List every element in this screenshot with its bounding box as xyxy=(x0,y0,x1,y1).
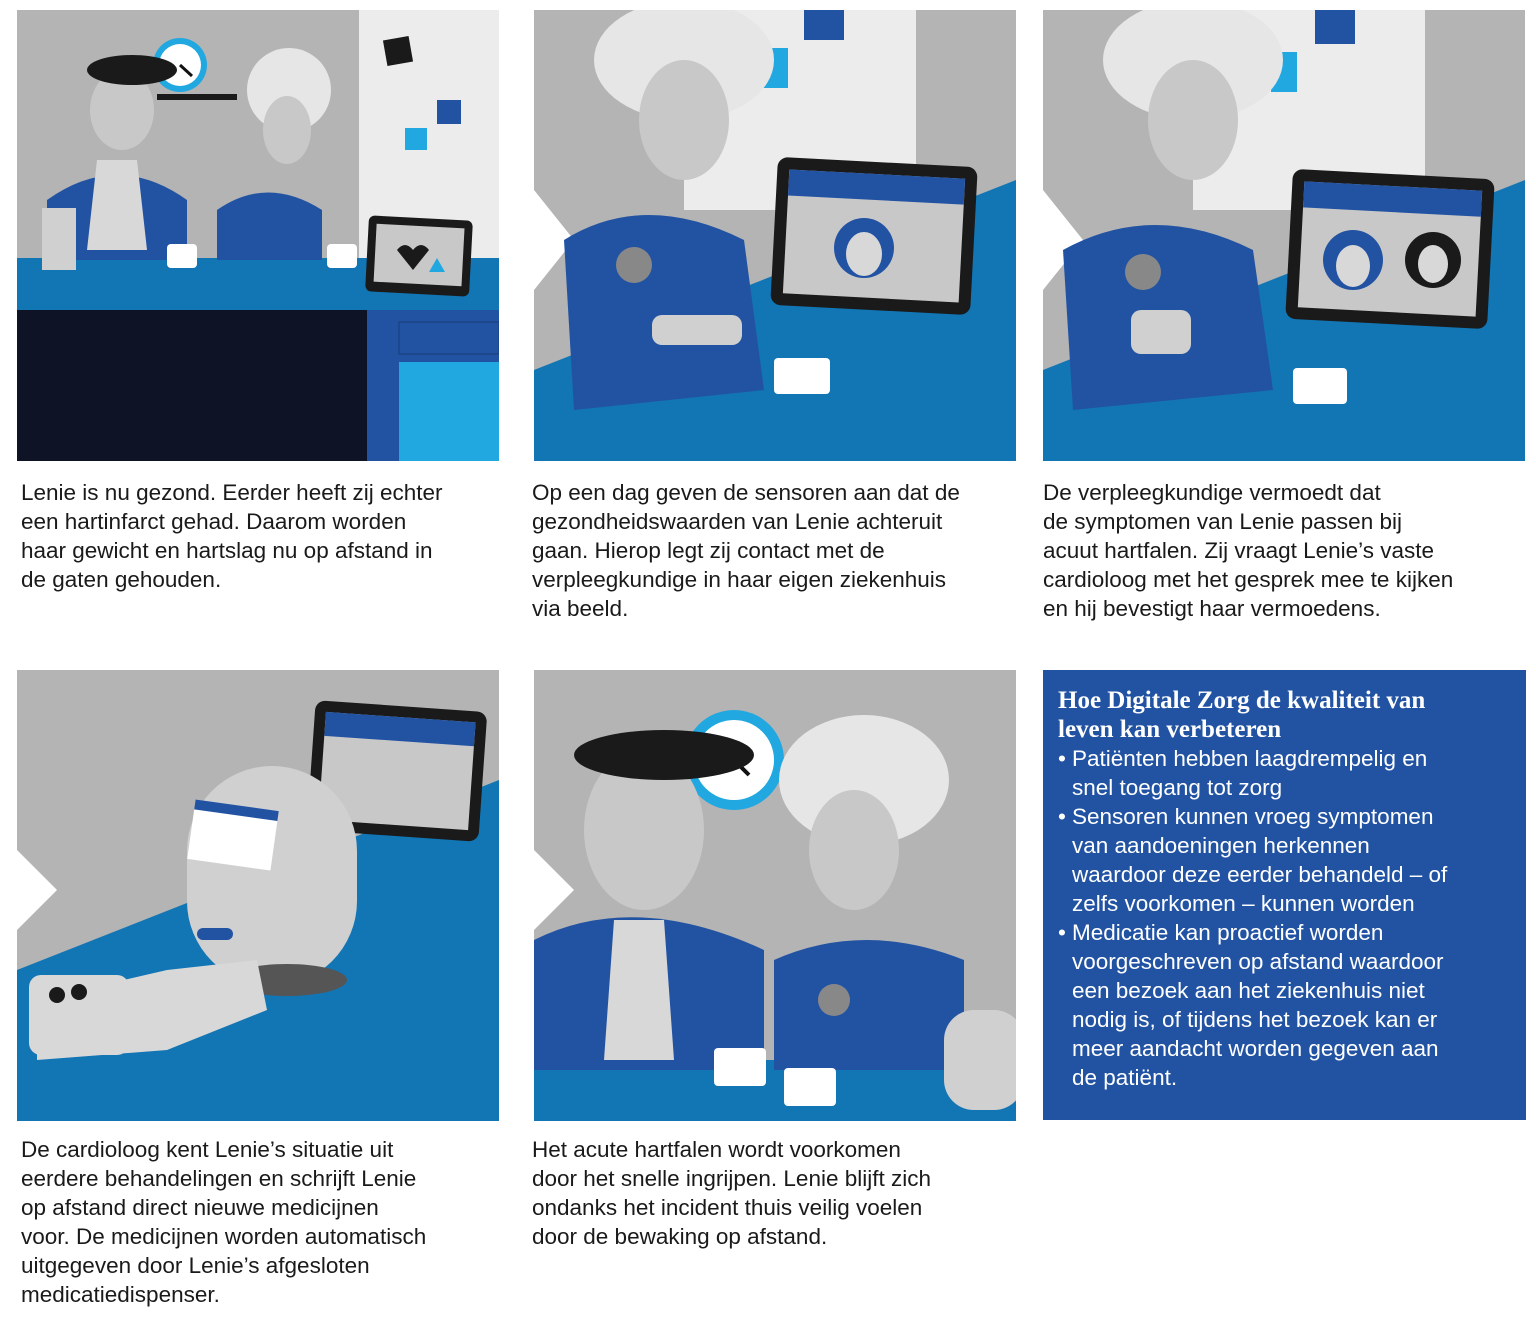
bullet-line: Sensoren kunnen vroeg symptomen xyxy=(1072,804,1434,829)
caption-line: door de bewaking op afstand. xyxy=(532,1224,828,1249)
caption-line: ondanks het incident thuis veilig voelen xyxy=(532,1195,923,1220)
pill-icon xyxy=(197,928,233,940)
caption-panel-1: Lenie is nu gezond. Eerder heeft zij ech… xyxy=(21,478,511,594)
illustration-panel-3 xyxy=(1043,10,1525,461)
caption-line: Op een dag geven de sensoren aan dat de xyxy=(532,480,960,505)
bullet-line: Patiënten hebben laagdrempelig en xyxy=(1072,746,1428,771)
caption-panel-4: De cardioloog kent Lenie’s situatie uit … xyxy=(21,1135,511,1309)
scene-medication-dispenser xyxy=(17,670,499,1121)
benefit-item: Patiënten hebben laagdrempelig en snel t… xyxy=(1058,744,1512,802)
benefit-item: Sensoren kunnen vroeg symptomen van aand… xyxy=(1058,802,1512,918)
caption-line: de symptomen van Lenie passen bij xyxy=(1043,509,1402,534)
illustration-panel-1 xyxy=(17,10,499,461)
scene-couple-at-table xyxy=(17,10,499,461)
bullet-line: Medicatie kan proactief worden xyxy=(1072,920,1384,945)
caption-line: Het acute hartfalen wordt voorkomen xyxy=(532,1137,901,1162)
cup-icon xyxy=(774,358,830,394)
caption-line: De verpleegkundige vermoedt dat xyxy=(1043,480,1381,505)
warning-icon xyxy=(429,258,445,272)
benefit-item: Medicatie kan proactief worden voorgesch… xyxy=(1058,918,1512,1092)
medication-dispenser xyxy=(187,766,357,986)
info-box-title: Hoe Digitale Zorg de kwaliteit van leven… xyxy=(1058,686,1512,744)
caption-line: De cardioloog kent Lenie’s situatie uit xyxy=(21,1137,394,1162)
cup-icon xyxy=(784,1068,836,1106)
illustration-panel-4 xyxy=(17,670,499,1121)
caption-line: Lenie is nu gezond. Eerder heeft zij ech… xyxy=(21,480,443,505)
illustration-panel-5 xyxy=(534,670,1016,1121)
caption-line: medicatiedispenser. xyxy=(21,1282,220,1307)
bullet-line: nodig is, of tijdens het bezoek kan er xyxy=(1072,1007,1438,1032)
caption-line: haar gewicht en hartslag nu op afstand i… xyxy=(21,538,433,563)
caption-line: en hij bevestigt haar vermoedens. xyxy=(1043,596,1381,621)
illustration-panel-2 xyxy=(534,10,1016,461)
bullet-line: zelfs voorkomen – kunnen worden xyxy=(1072,891,1415,916)
caption-line: acuut hartfalen. Zij vraagt Lenie’s vast… xyxy=(1043,538,1435,563)
caption-line: de gaten gehouden. xyxy=(21,567,222,592)
caption-line: verpleegkundige in haar eigen ziekenhuis xyxy=(532,567,947,592)
scene-couple-relieved xyxy=(534,670,1016,1121)
scene-video-call-cardiologist xyxy=(1043,10,1525,461)
caption-line: uitgegeven door Lenie’s afgesloten xyxy=(21,1253,370,1278)
info-box: Hoe Digitale Zorg de kwaliteit van leven… xyxy=(1043,670,1526,1120)
caption-line: via beeld. xyxy=(532,596,629,621)
sensor-brooch xyxy=(616,247,652,283)
benefits-list: Patiënten hebben laagdrempelig en snel t… xyxy=(1058,744,1512,1092)
bullet-line: meer aandacht worden gegeven aan xyxy=(1072,1036,1439,1061)
caption-line: cardioloog met het gesprek mee te kijken xyxy=(1043,567,1454,592)
scene-video-call-nurse xyxy=(534,10,1016,461)
heart-icon xyxy=(397,245,429,270)
caption-line: eerdere behandelingen en schrijft Lenie xyxy=(21,1166,417,1191)
bullet-line: voorgeschreven op afstand waardoor xyxy=(1072,949,1444,974)
medication-dispenser xyxy=(944,1010,1016,1110)
cup-icon xyxy=(1293,368,1347,404)
bullet-line: van aandoeningen herkennen xyxy=(1072,833,1370,858)
bullet-line: snel toegang tot zorg xyxy=(1072,775,1283,800)
sensor-brooch xyxy=(1125,254,1161,290)
title-line: leven kan verbeteren xyxy=(1058,716,1282,743)
table xyxy=(534,1060,1016,1121)
caption-line: gezondheidswaarden van Lenie achteruit xyxy=(532,509,943,534)
caption-line: gaan. Hierop legt zij contact met de xyxy=(532,538,885,563)
caption-line: voor. De medicijnen worden automatisch xyxy=(21,1224,427,1249)
caption-line: op afstand direct nieuwe medicijnen xyxy=(21,1195,379,1220)
caption-panel-5: Het acute hartfalen wordt voorkomen door… xyxy=(532,1135,1022,1251)
bullet-line: de patiënt. xyxy=(1072,1065,1178,1090)
bullet-line: waardoor deze eerder behandeld – of xyxy=(1072,862,1448,887)
title-line: Hoe Digitale Zorg de kwaliteit van xyxy=(1058,687,1426,714)
caption-line: door het snelle ingrijpen. Lenie blijft … xyxy=(532,1166,931,1191)
bullet-line: een bezoek aan het ziekenhuis niet xyxy=(1072,978,1425,1003)
caption-line: een hartinfarct gehad. Daarom worden xyxy=(21,509,407,534)
caption-panel-2: Op een dag geven de sensoren aan dat de … xyxy=(532,478,1022,623)
caption-panel-3: De verpleegkundige vermoedt dat de sympt… xyxy=(1043,478,1533,623)
